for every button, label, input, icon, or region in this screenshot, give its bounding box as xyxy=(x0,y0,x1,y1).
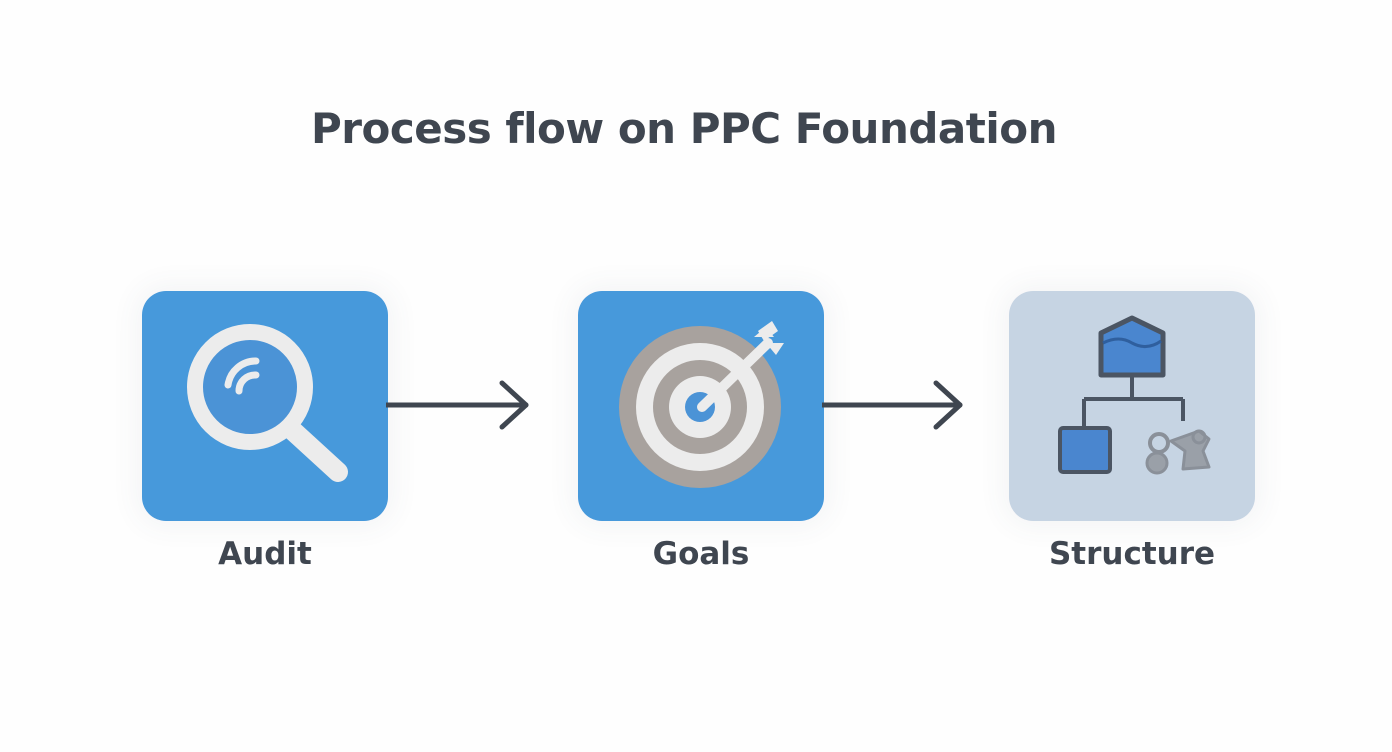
arrow-right-icon xyxy=(822,380,963,430)
hierarchy-icon xyxy=(1058,315,1211,475)
audit-label: Audit xyxy=(218,536,312,572)
structure-label: Structure xyxy=(1048,536,1216,572)
audit-tile xyxy=(142,291,388,521)
target-arrow-icon xyxy=(619,321,784,488)
step-structure: Structure xyxy=(1009,291,1255,572)
diagram-title: Process flow on PPC Foundation xyxy=(311,104,1057,153)
goals-tile xyxy=(578,291,824,521)
step-audit: Audit xyxy=(142,291,388,572)
structure-tile xyxy=(1009,291,1255,521)
step-goals: Goals xyxy=(578,291,824,572)
arrow-right-icon xyxy=(386,380,529,430)
goals-label: Goals xyxy=(652,536,750,572)
magnifying-glass-icon xyxy=(187,324,348,482)
